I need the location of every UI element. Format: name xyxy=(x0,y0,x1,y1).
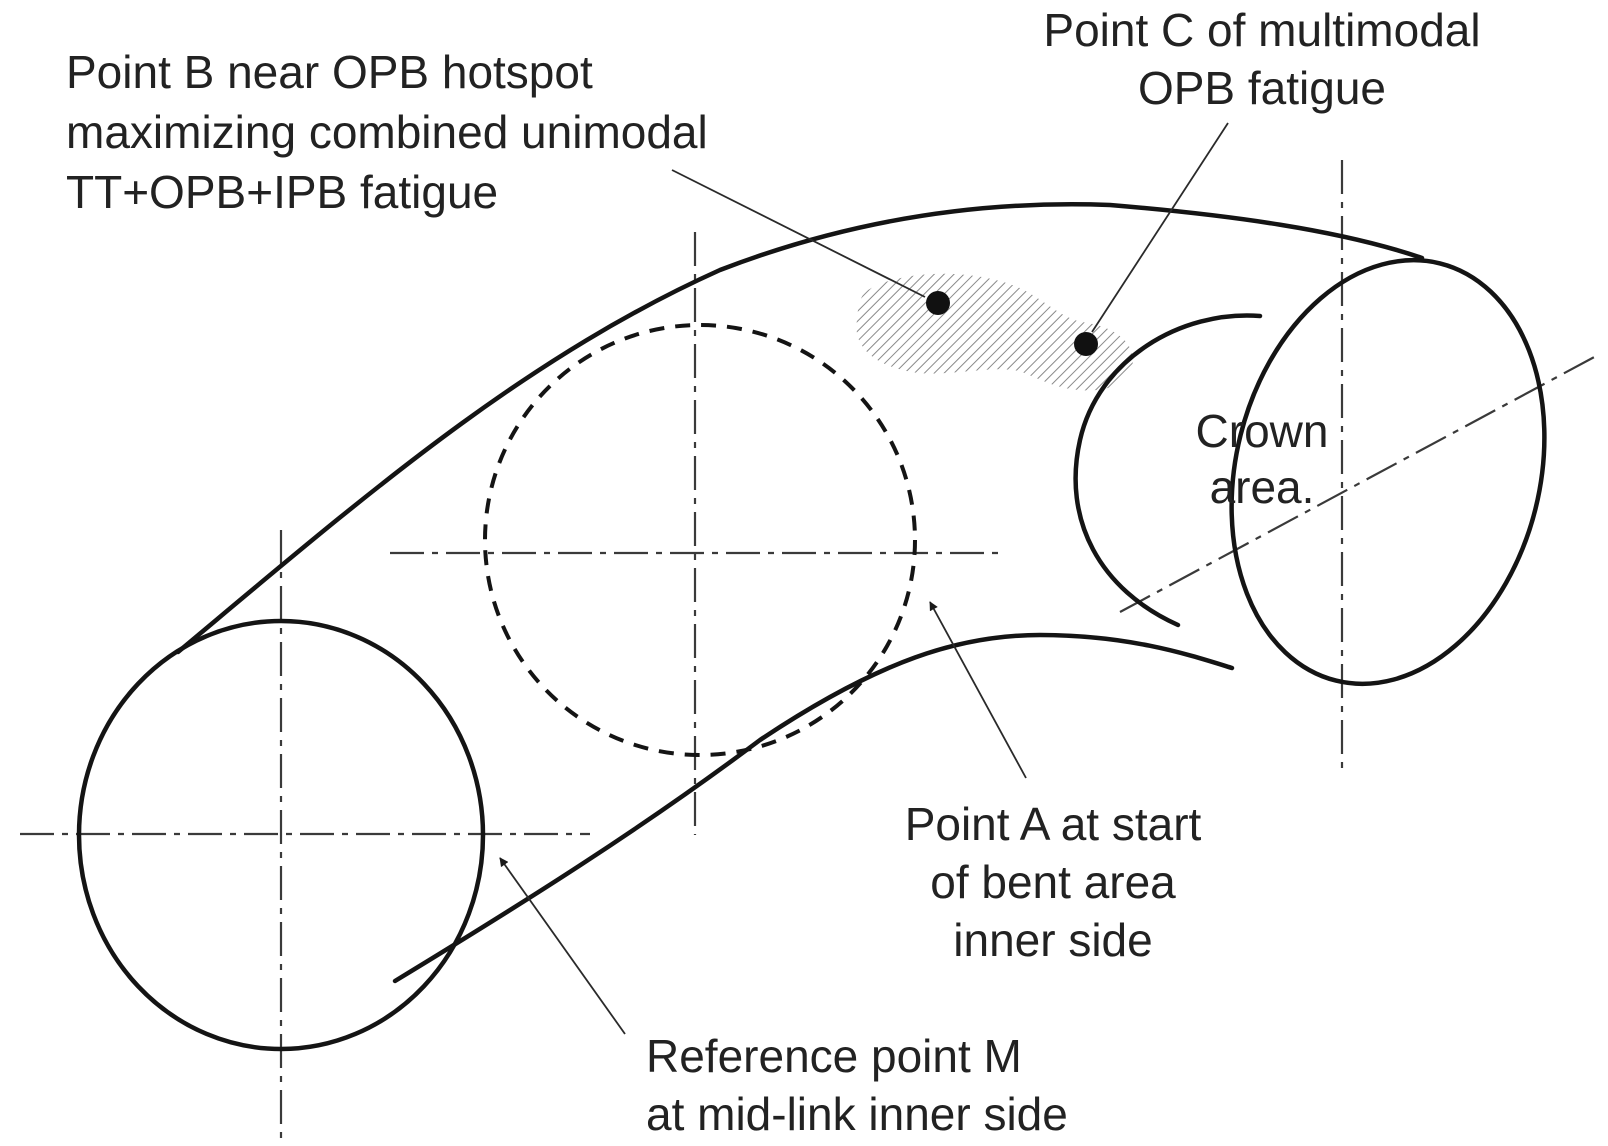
right-end-inner-cross-section xyxy=(1073,313,1263,628)
crown-hotspot-hatched-region xyxy=(856,273,1133,391)
point-a-label-line-2: of bent area xyxy=(930,856,1176,908)
point-c-leader-line xyxy=(1091,122,1229,333)
point-b-label-line-1: Point B near OPB hotspot xyxy=(66,46,593,98)
point-m-label: Reference point M at mid-link inner side xyxy=(646,1030,1068,1140)
point-b-label: Point B near OPB hotspot maximizing comb… xyxy=(66,46,708,218)
point-b-label-line-2: maximizing combined unimodal xyxy=(66,106,708,158)
point-a-label: Point A at start of bent area inner side xyxy=(905,798,1202,966)
point-a-label-line-3: inner side xyxy=(953,914,1152,966)
point-m-label-line-2: at mid-link inner side xyxy=(646,1088,1068,1140)
bend-dashed-circle xyxy=(483,323,917,757)
point-m-arrow xyxy=(499,857,626,1035)
point-a-label-line-1: Point A at start xyxy=(905,798,1202,850)
crown-area-label-line-2: area. xyxy=(1210,461,1315,513)
point-a-arrow xyxy=(929,601,1027,779)
point-b-leader-line xyxy=(671,169,926,298)
link-lower-outline xyxy=(392,632,1235,984)
point-b-label-line-3: TT+OPB+IPB fatigue xyxy=(66,166,498,218)
point-b-marker xyxy=(926,291,950,315)
link-upper-outline xyxy=(175,202,1425,655)
point-c-label-line-2: OPB fatigue xyxy=(1138,62,1386,114)
right-end-axis-centerline xyxy=(1119,354,1599,613)
right-end-cross-section xyxy=(1229,257,1547,687)
centerlines xyxy=(20,160,1599,1140)
point-c-label: Point C of multimodal OPB fatigue xyxy=(1043,4,1480,114)
crown-area-label-line-1: Crown xyxy=(1196,405,1329,457)
point-c-marker xyxy=(1074,332,1098,356)
left-end-cross-section xyxy=(76,618,486,1052)
point-m-label-line-1: Reference point M xyxy=(646,1030,1022,1082)
crown-area-label: Crown area. xyxy=(1196,405,1329,513)
point-c-label-line-1: Point C of multimodal xyxy=(1043,4,1480,56)
